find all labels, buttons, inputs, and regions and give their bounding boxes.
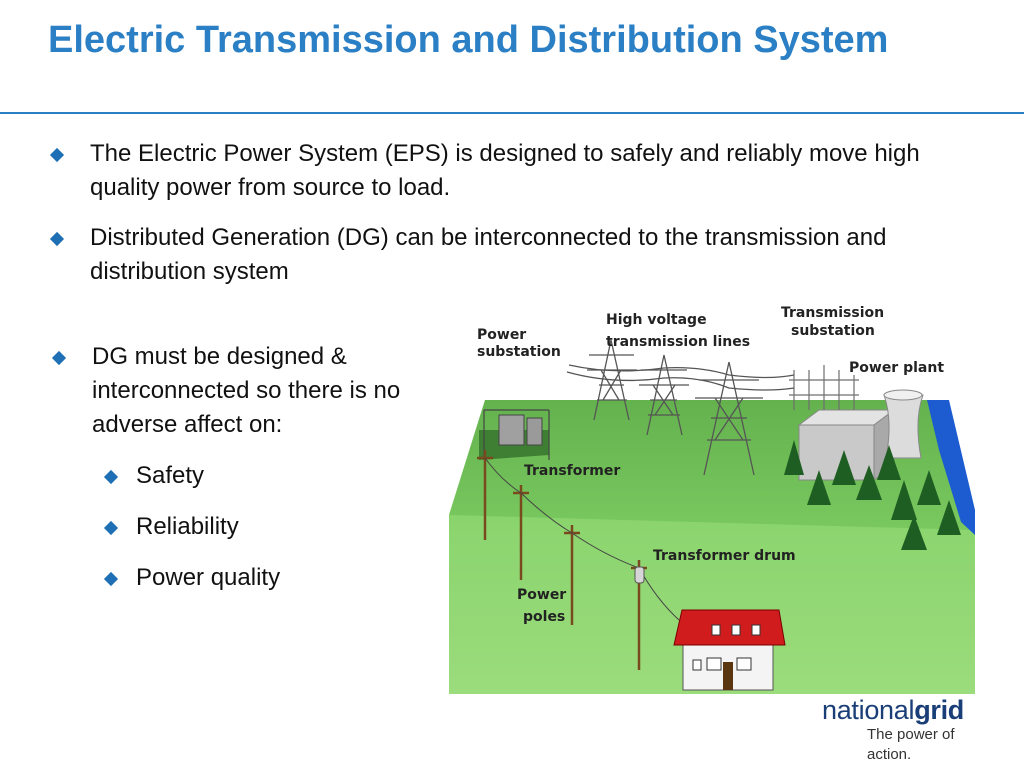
label-power-plant: Power plant xyxy=(849,360,944,376)
label-transformer-drum: Transformer drum xyxy=(653,548,796,564)
sub-bullet-text: Reliability xyxy=(136,513,239,540)
label-power-substation-2: substation xyxy=(477,344,561,360)
logo-word-bold: grid xyxy=(914,695,964,725)
logo-tagline: The power of action. xyxy=(867,726,955,763)
bullet-text: DG must be designed & interconnected so … xyxy=(92,343,401,438)
power-substation xyxy=(479,409,550,460)
bullet-dg-design: DG must be designed & interconnected so … xyxy=(51,340,444,442)
bullet-dg: Distributed Generation (DG) can be inter… xyxy=(49,221,972,289)
sub-bullet-power-quality: Power quality xyxy=(103,561,406,595)
label-poles: poles xyxy=(523,609,565,625)
bullet-text: Distributed Generation (DG) can be inter… xyxy=(90,224,887,285)
sub-bullet-reliability: Reliability xyxy=(103,510,406,544)
transmission-substation xyxy=(789,365,859,410)
sub-bullet-safety: Safety xyxy=(103,459,406,493)
title-divider xyxy=(0,112,1024,114)
tree-cluster xyxy=(784,440,961,550)
river xyxy=(927,400,975,535)
bullet-eps: The Electric Power System (EPS) is desig… xyxy=(49,137,972,205)
label-transmission-lines: transmission lines xyxy=(606,334,750,350)
logo-word-light: national xyxy=(822,695,915,725)
transmission-towers xyxy=(566,339,795,476)
label-substation: substation xyxy=(791,323,875,339)
bullet-text: The Electric Power System (EPS) is desig… xyxy=(90,140,920,201)
nationalgrid-logo: nationalgrid The power of action. xyxy=(822,695,1002,763)
label-high-voltage: High voltage xyxy=(606,312,707,328)
sub-bullet-text: Power quality xyxy=(136,564,281,591)
label-power: Power xyxy=(517,587,566,603)
power-grid-illustration: Power substation High voltage transmissi… xyxy=(449,300,975,694)
power-plant xyxy=(797,389,924,481)
label-transformer: Transformer xyxy=(524,463,620,479)
transformer-drum xyxy=(634,566,645,584)
label-power-substation: Power xyxy=(477,327,526,343)
logo-wordmark: nationalgrid xyxy=(822,695,1002,725)
house xyxy=(673,609,786,691)
label-transmission: Transmission xyxy=(781,305,884,321)
slide-title: Electric Transmission and Distribution S… xyxy=(48,19,889,61)
sub-bullet-text: Safety xyxy=(136,462,205,489)
